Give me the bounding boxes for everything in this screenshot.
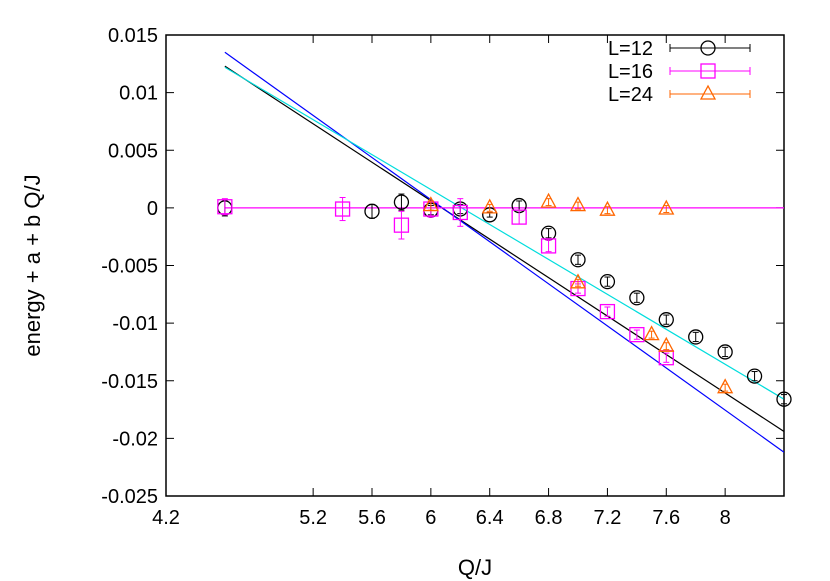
- y-tick-label: 0: [147, 198, 158, 220]
- legend-marker-l12: [700, 40, 716, 56]
- fit-line: [224, 66, 784, 400]
- data-point-l24: [569, 273, 587, 289]
- y-tick-label: -0.015: [101, 371, 158, 393]
- legend-label-l24: L=24: [608, 84, 653, 106]
- x-tick-label: 8: [720, 507, 731, 529]
- data-point-l24: [481, 198, 498, 214]
- data-point-l16: [540, 238, 557, 254]
- data-point-l16: [599, 303, 616, 320]
- fit-line: [224, 51, 784, 453]
- data-point-l24: [643, 325, 660, 341]
- x-tick-label: 5.6: [358, 507, 386, 529]
- data-point-l16: [452, 204, 468, 221]
- y-tick-label: -0.005: [101, 256, 158, 278]
- data-point-l24: [717, 378, 734, 394]
- axis-ticks: 4.2 5.2 5.6 6 6.4 6.8 7.2 7.6 8 0.015 0.01 0.005 0 -0…: [101, 25, 784, 529]
- x-tick-label: 6.4: [476, 507, 504, 529]
- legend-label-l16: L=16: [608, 61, 653, 83]
- data-point-l16: [629, 326, 645, 343]
- legend-label-l12: L=12: [608, 38, 653, 60]
- data-point-l24: [658, 336, 675, 352]
- data-point-l12: [658, 312, 674, 328]
- data-point-l12: [688, 329, 704, 345]
- data-point-l16: [511, 209, 527, 225]
- data-point-l24: [599, 200, 616, 216]
- data-point-l24: [540, 192, 557, 208]
- data-point-l12: [746, 368, 763, 384]
- data-point-l12: [393, 194, 410, 210]
- data-point-l12: [599, 273, 616, 290]
- y-tick-label: -0.01: [112, 313, 158, 335]
- x-tick-label: 7.6: [652, 507, 680, 529]
- data-point-l16: [334, 201, 351, 217]
- data-point-l12: [570, 252, 586, 268]
- y-tick-label: 0.01: [119, 83, 158, 105]
- y-tick-label: 0.005: [108, 140, 158, 162]
- y-axis-label: energy + a + b Q/J: [20, 174, 45, 356]
- y-tick-label: -0.02: [112, 428, 158, 450]
- x-tick-label: 5.2: [299, 507, 327, 529]
- x-tick-label: 6: [425, 507, 436, 529]
- fit-line: [224, 65, 784, 432]
- legend: L=12L=16L=24: [608, 38, 751, 106]
- legend-marker-l24: [699, 84, 717, 100]
- y-tick-label: -0.025: [101, 486, 158, 508]
- x-tick-label: 7.2: [594, 507, 622, 529]
- x-axis-label: Q/J: [458, 555, 492, 580]
- data-point-l12: [364, 203, 380, 219]
- data-point-l24: [658, 199, 675, 215]
- fit-lines: [224, 51, 784, 453]
- data-point-l12: [717, 344, 733, 360]
- data-points: [217, 192, 792, 407]
- data-point-l16: [393, 217, 410, 233]
- data-point-l12: [776, 391, 792, 407]
- data-point-l12: [629, 290, 645, 306]
- x-tick-label: 6.8: [535, 507, 563, 529]
- data-point-l24: [422, 196, 439, 212]
- legend-marker-l16: [700, 63, 716, 79]
- data-point-l16: [217, 199, 233, 215]
- data-point-l24: [569, 196, 587, 212]
- y-tick-label: 0.015: [108, 25, 158, 47]
- plot-area: [165, 34, 785, 497]
- x-tick-label: 4.2: [152, 507, 180, 529]
